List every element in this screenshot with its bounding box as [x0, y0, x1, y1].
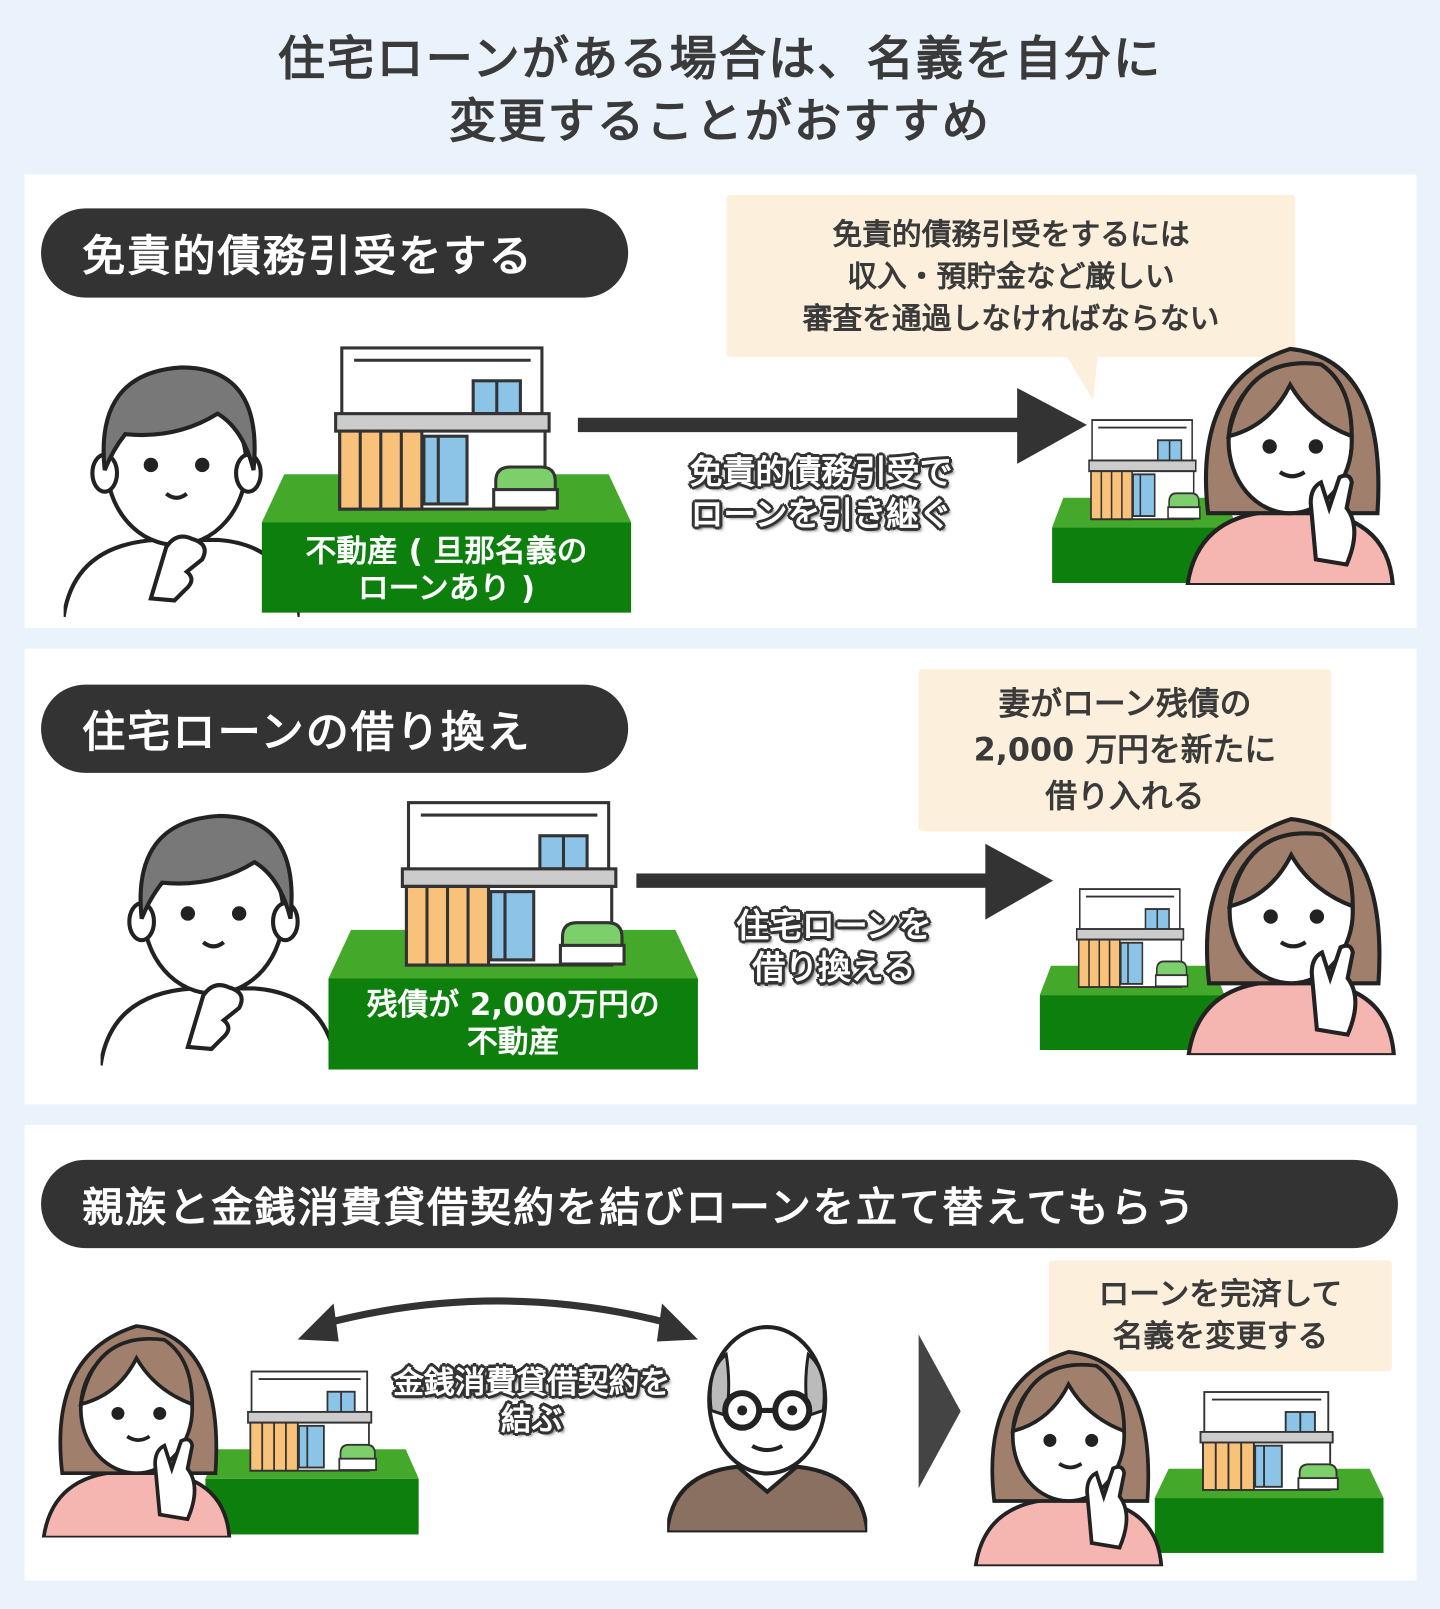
wife-illustration	[1182, 339, 1398, 585]
arrow-label-line: 住宅ローンを	[736, 906, 932, 946]
house-label-line: 残債が 2,000万円の	[366, 987, 660, 1024]
house-label-line: 不動産 ( 旦那名義の	[305, 533, 588, 570]
house-label-line: ローンあり )	[357, 570, 536, 607]
arrow-right-icon	[636, 843, 1054, 920]
house-label-line: 不動産	[467, 1024, 560, 1061]
arrow-label-line: ローンを引き継ぐ	[690, 494, 952, 534]
wife-illustration	[39, 1317, 234, 1538]
bubble-line: 審査を通過しなければならない	[802, 300, 1220, 336]
chevron-right-icon	[918, 1334, 961, 1489]
arrow-right-icon	[577, 387, 1087, 464]
section-heading: 親族と金銭消費貸借契約を結びローンを立て替えてもらう	[41, 1159, 1398, 1249]
bubble-line: 収入・預貯金など厳しい	[847, 258, 1175, 294]
arrow-label: 免責的債務引受で ローンを引き継ぐ	[616, 452, 1027, 536]
wife-illustration	[1183, 809, 1399, 1055]
arrow-label-line: 免責的債務引受で	[689, 452, 953, 492]
speech-bubble: 妻がローン残債の 2,000 万円を新たに 借り入れる	[918, 669, 1332, 832]
arrow-label: 金銭消費貸借契約を 結ぶ	[349, 1365, 714, 1439]
arrow-label-line: 結ぶ	[500, 1402, 563, 1438]
bubble-line: 借り入れる	[1045, 777, 1205, 815]
house-label: 不動産 ( 旦那名義の ローンあり )	[262, 534, 632, 608]
arrow-label-line: 借り換える	[752, 948, 916, 988]
house-label: 残債が 2,000万円の 不動産	[328, 987, 698, 1061]
relative-elder-illustration	[667, 1319, 867, 1532]
husband-illustration	[101, 811, 337, 1068]
wife-illustration	[971, 1343, 1166, 1567]
page-title-line2: 変更することがおすすめ	[449, 93, 991, 149]
speech-bubble: ローンを完済して 名義を変更する	[1048, 1260, 1392, 1372]
section-heading: 免責的債務引受をする	[41, 208, 629, 298]
arrow-label-line: 金銭消費貸借契約を	[393, 1365, 671, 1402]
section-heading: 住宅ローンの借り換え	[41, 684, 629, 773]
house-icon	[1155, 1391, 1384, 1553]
arrow-label: 住宅ローンを 借り換える	[657, 905, 1011, 989]
bubble-line: 免責的債務引受をするには	[832, 216, 1190, 251]
speech-bubble-tail	[1062, 348, 1099, 401]
bubble-line: 2,000 万円を新たに	[973, 731, 1277, 769]
house-icon	[205, 1370, 418, 1534]
page-title-line1: 住宅ローンがある場合は、名義を自分に	[277, 30, 1163, 87]
bubble-line: ローンを完済して	[1098, 1276, 1343, 1313]
bubble-line: 妻がローン残債の	[998, 685, 1252, 723]
speech-bubble: 免責的債務引受をするには 収入・預貯金など厳しい 審査を通過しなければならない	[726, 195, 1296, 358]
bubble-line: 名義を変更する	[1112, 1318, 1329, 1355]
double-arrow-icon	[297, 1297, 698, 1342]
